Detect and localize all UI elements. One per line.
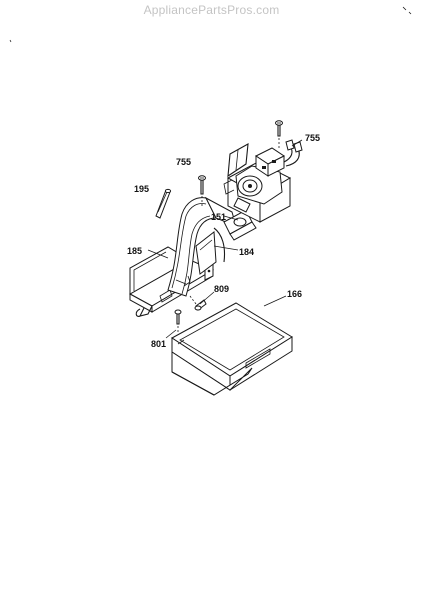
callout-755-right: 755 [305,133,321,143]
part-801-screw [174,309,182,334]
part-151-hinge-plate [223,209,257,241]
corner-marks [9,6,412,43]
part-755-screw-left [198,175,206,206]
motor-assembly [223,139,303,223]
callout-166: 166 [287,289,303,299]
callout-151: 151 [211,212,227,222]
part-755-screw-right [275,120,283,150]
callout-809: 809 [214,284,230,294]
part-166-drip-tray [171,302,293,396]
callout-801: 801 [151,339,167,349]
leader-lines [147,139,303,339]
callout-184: 184 [239,247,255,257]
callout-185: 185 [127,246,143,256]
callout-755-left: 755 [176,157,192,167]
part-809-screw [189,295,207,311]
part-195-pin [155,188,172,219]
watermark-text: AppliancePartsPros.com [143,3,280,17]
callout-195: 195 [134,184,150,194]
